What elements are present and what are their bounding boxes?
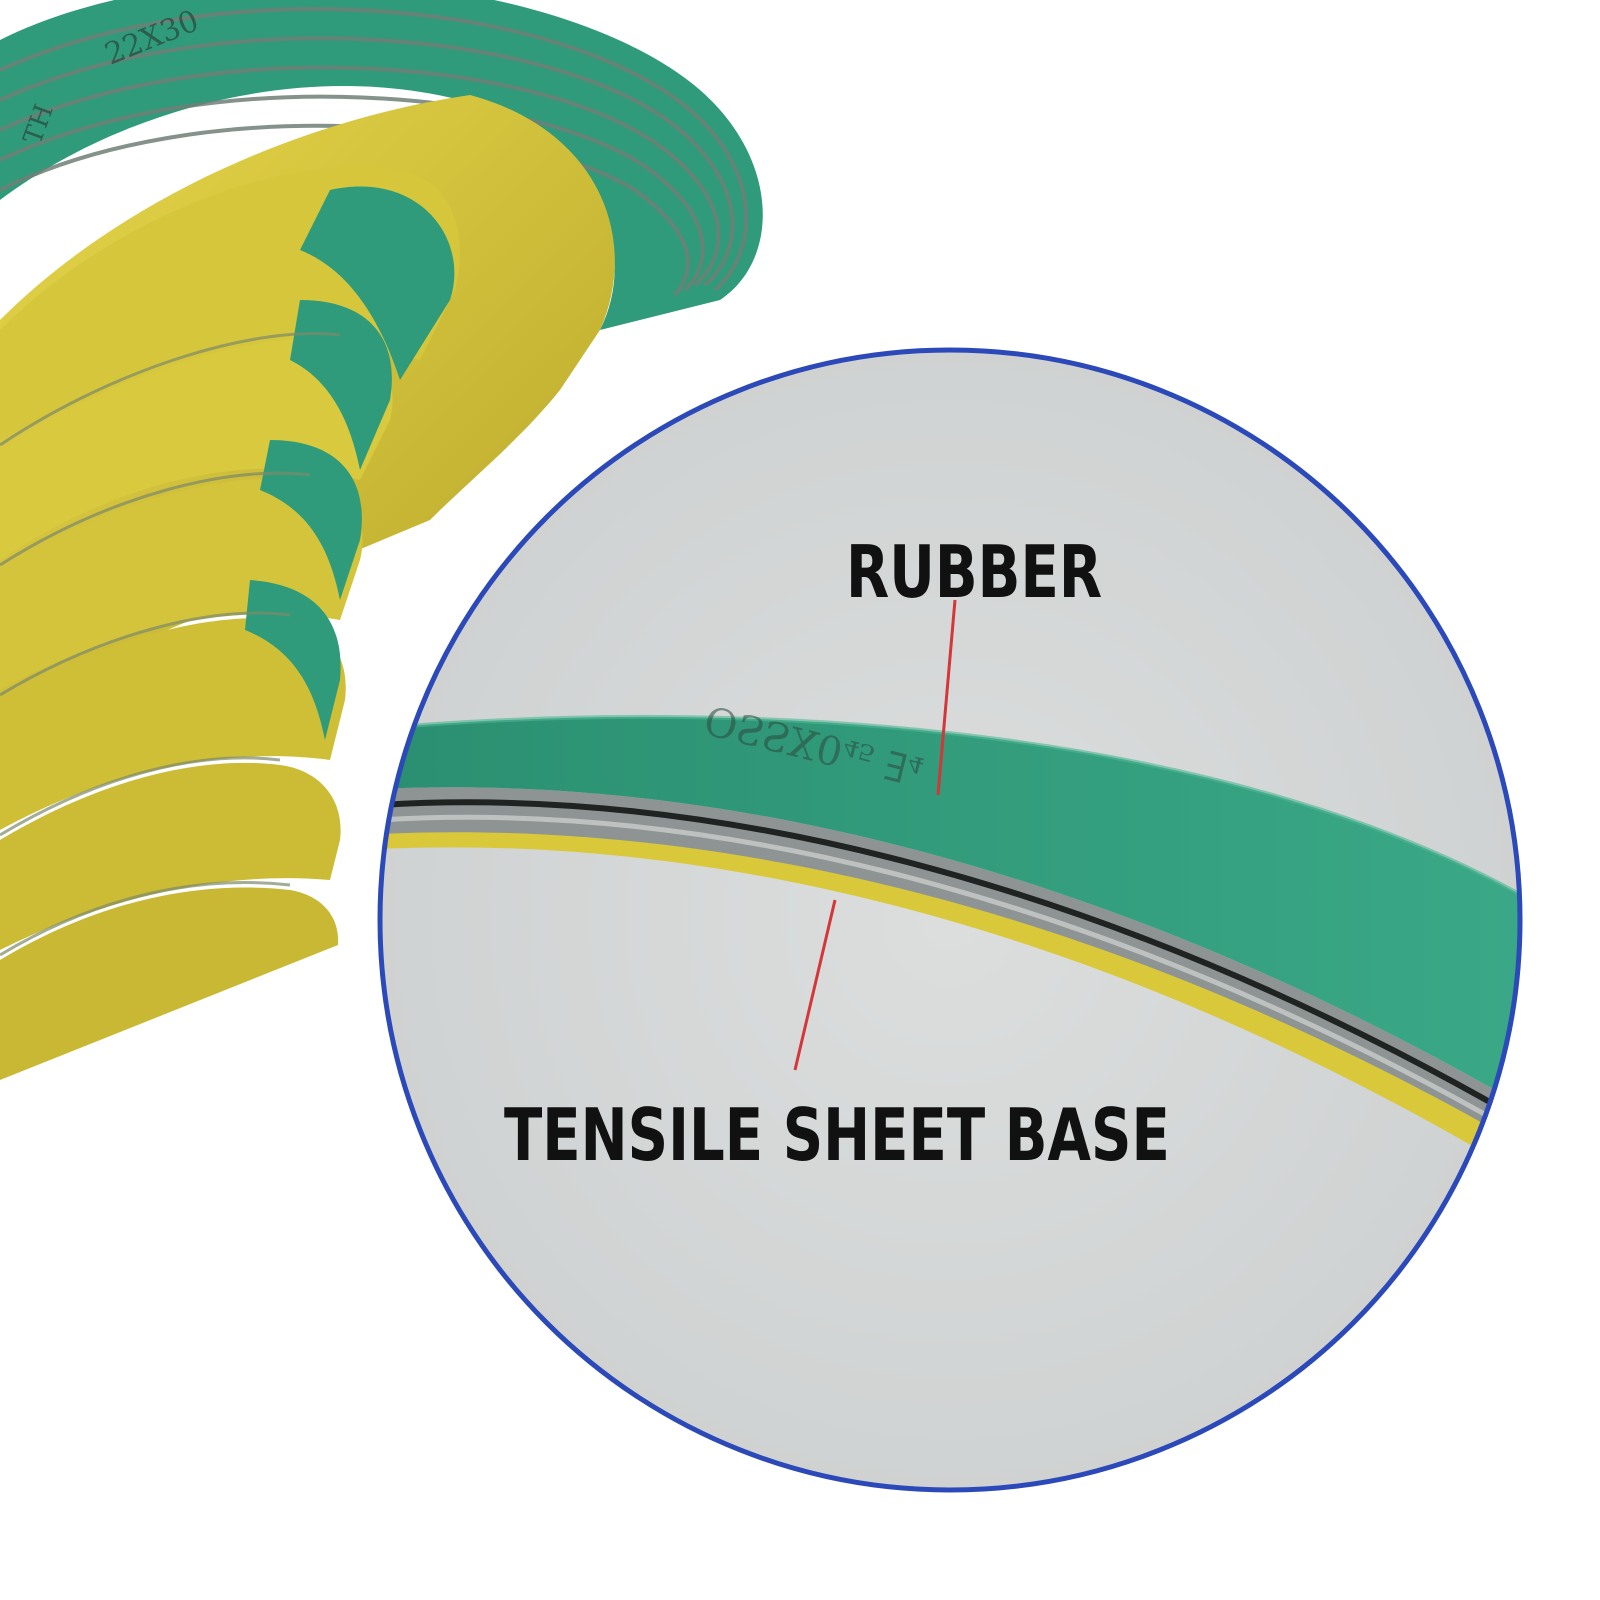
tensile-callout-line [793,899,837,1071]
rubber-label: RUBBER [846,530,1103,614]
magnifier-lens [377,347,1523,1493]
tensile-sheet-base-label: TENSILE SHEET BASE [504,1093,1170,1177]
rubber-callout-line [936,599,957,796]
belt-stack [0,0,763,1080]
